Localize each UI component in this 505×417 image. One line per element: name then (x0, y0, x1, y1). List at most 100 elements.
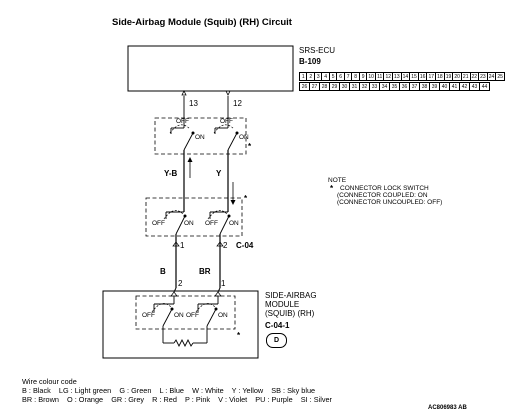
mid-left-on-label: ON (184, 220, 194, 227)
ecu-pin-3: 3 (313, 72, 323, 81)
ecu-pin-33: 33 (369, 82, 380, 91)
upper-left-off-label: OFF (176, 118, 189, 125)
wire-label-y: Y (216, 169, 222, 178)
ecu-pin-16: 16 (417, 72, 428, 81)
ecu-pin-39: 39 (429, 82, 440, 91)
module-connector-badge: D (266, 333, 287, 348)
upper-right-off-label: OFF (220, 118, 233, 125)
ecu-pin-22: 22 (469, 72, 480, 81)
ecu-pin-12: 12 (383, 72, 394, 81)
ecu-pin-13: 13 (392, 72, 402, 81)
module-pin-2: 2 (178, 279, 183, 288)
mid-pin-2: 2 (223, 241, 228, 250)
ecu-pin-9: 9 (358, 72, 368, 81)
ecu-pin-38: 38 (419, 82, 430, 91)
ecu-connector-id: B-109 (299, 57, 321, 66)
mid-lock-asterisk: * (244, 194, 248, 203)
module-left-off-label: OFF (142, 312, 155, 319)
ecu-name: SRS-ECU (299, 46, 336, 55)
ecu-pin-30: 30 (339, 82, 350, 91)
module-pin-1: 1 (221, 279, 226, 288)
ecu-pin-8: 8 (351, 72, 360, 81)
ecu-pin-1: 1 (298, 72, 308, 81)
diagram-title: Side-Airbag Module (Squib) (RH) Circuit (112, 17, 292, 28)
ecu-pin-11: 11 (374, 72, 385, 81)
note-asterisk: * (330, 184, 334, 193)
note-heading: NOTE (328, 177, 347, 184)
ecu-pin-23: 23 (478, 72, 488, 81)
upper-lock-asterisk: * (248, 142, 252, 151)
ecu-pin-28: 28 (319, 82, 330, 91)
ecu-pin-18: 18 (435, 72, 445, 81)
ecu-pin-4: 4 (321, 72, 330, 81)
ecu-pin-36: 36 (399, 82, 410, 91)
mid-pin-1: 1 (180, 241, 185, 250)
ecu-pin-2: 2 (306, 72, 316, 81)
mid-right-on-label: ON (229, 220, 239, 227)
ecu-pin-42: 42 (459, 82, 470, 91)
ecu-pin-29: 29 (329, 82, 340, 91)
mid-right-off-label: OFF (205, 220, 218, 227)
module-connector-id: C-04-1 (265, 321, 290, 330)
mid-connector-id: C-04 (236, 241, 254, 250)
ecu-terminal-12: 12 (233, 99, 242, 108)
mid-left-off-label: OFF (152, 220, 165, 227)
wire-code-line-2: BR : Brown O : Orange GR : Grey R : Red … (22, 395, 332, 404)
ecu-pin-5: 5 (328, 72, 338, 81)
ecu-terminal-13: 13 (189, 99, 198, 108)
module-right-off-label: OFF (186, 312, 199, 319)
note-line-2: (CONNECTOR COUPLED: ON (337, 192, 428, 199)
ecu-pin-31: 31 (349, 82, 360, 91)
module-connector-badge-letter: D (273, 337, 280, 344)
module-right-on-label: ON (218, 312, 228, 319)
ecu-pin-32: 32 (359, 82, 370, 91)
module-lock-box (135, 295, 236, 330)
ecu-pin-40: 40 (439, 82, 450, 91)
wire-code-line-1: B : Black LG : Light green G : Green L :… (22, 386, 316, 395)
upper-right-on-label: ON (239, 134, 249, 141)
module-left-on-label: ON (174, 312, 184, 319)
module-lock-asterisk: * (237, 331, 241, 340)
ecu-pin-24: 24 (486, 72, 497, 81)
module-name-line-3: (SQUIB) (RH) (265, 309, 315, 318)
ecu-pin-17: 17 (426, 72, 437, 81)
ecu-pin-37: 37 (409, 82, 420, 91)
note-line-3: (CONNECTOR UNCOUPLED: OFF) (337, 199, 443, 206)
wire-label-yb: Y-B (164, 169, 178, 178)
terminal-12-triangle (225, 90, 231, 96)
ecu-pin-27: 27 (309, 82, 320, 91)
ecu-pin-44: 44 (479, 82, 490, 91)
module-box (102, 290, 259, 359)
ecu-pin-34: 34 (379, 82, 390, 91)
ecu-pin-21: 21 (460, 72, 471, 81)
terminal-13-triangle (181, 90, 187, 96)
ecu-pin-25: 25 (495, 72, 505, 81)
module-name-line-1: SIDE-AIRBAG (265, 291, 317, 300)
ecu-pin-10: 10 (366, 72, 376, 81)
ecu-pin-7: 7 (343, 72, 353, 81)
ecu-pin-41: 41 (449, 82, 460, 91)
wire-label-br: BR (199, 267, 211, 276)
module-name-line-2: MODULE (265, 300, 300, 309)
note-line-1: CONNECTOR LOCK SWITCH (340, 185, 429, 192)
squib-resistor (173, 338, 194, 348)
upper-left-on-label: ON (195, 134, 205, 141)
wire-code-heading: Wire colour code (22, 377, 77, 386)
ecu-pin-15: 15 (409, 72, 419, 81)
mid-connector-box (145, 197, 243, 237)
ecu-pin-20: 20 (452, 72, 462, 81)
figure-id: AC806983 AB (428, 405, 467, 411)
ecu-pin-19: 19 (443, 72, 454, 81)
ecu-pin-14: 14 (400, 72, 411, 81)
ecu-pin-6: 6 (336, 72, 345, 81)
ecu-box (127, 45, 294, 92)
ecu-pin-43: 43 (469, 82, 480, 91)
upper-lock-box (154, 117, 247, 155)
wire-label-b: B (160, 267, 166, 276)
